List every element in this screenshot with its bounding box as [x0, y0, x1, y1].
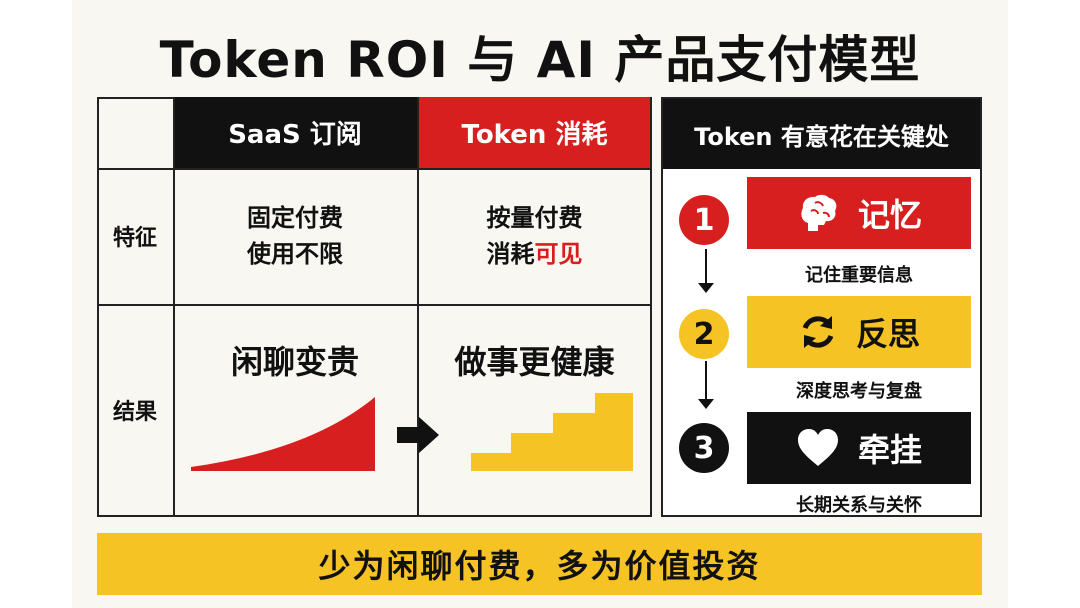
step-description: 记住重要信息: [805, 265, 913, 286]
step-box-memory: 记忆: [747, 177, 971, 249]
column-header-saas: SaaS 订阅: [173, 97, 417, 168]
token-features: 按量付费 消耗可见: [417, 168, 652, 304]
row-label-features: 特征: [112, 226, 157, 251]
arrow-right-icon: [397, 417, 439, 453]
step-box-reflection: 反思: [747, 296, 971, 368]
token-result-title: 做事更健康: [454, 343, 615, 381]
step-label: 记忆: [857, 196, 922, 234]
column-header-token: Token 消耗: [417, 97, 652, 168]
token-feature-text: 消耗: [486, 240, 535, 268]
step-label: 反思: [855, 315, 920, 353]
step-box-care: 牵挂: [747, 412, 971, 484]
token-feature-highlight: 可见: [534, 240, 583, 268]
panel-title: Token 有意花在关键处: [663, 99, 980, 169]
arrow-down-icon: [698, 249, 714, 293]
refresh-icon: [802, 316, 834, 348]
token-feature-line: 按量付费: [486, 204, 583, 232]
step-description: 长期关系与关怀: [796, 495, 922, 516]
footer-banner: 少为闲聊付费，多为价值投资: [97, 533, 982, 595]
arrow-down-icon: [698, 361, 714, 409]
comparison-table: SaaS 订阅 Token 消耗 特征 固定付费 使用不限 按量付费 消耗可见 …: [97, 97, 652, 517]
saas-feature-line: 固定付费: [247, 204, 343, 232]
heart-icon: [797, 429, 838, 466]
step-description: 深度思考与复盘: [796, 381, 922, 402]
brain-icon: [801, 194, 837, 231]
rising-cost-curve-icon: [191, 397, 375, 471]
saas-feature-line: 使用不限: [247, 240, 343, 268]
stairs-up-icon: [471, 393, 633, 471]
step-label: 牵挂: [857, 431, 922, 469]
saas-result-title: 闲聊变贵: [230, 343, 359, 381]
saas-features: 固定付费 使用不限: [173, 168, 417, 304]
step-number-1: 1: [679, 195, 729, 245]
step-number-2: 2: [679, 309, 729, 359]
priorities-panel: Token 有意花在关键处 1 记忆 记住重要信息 2 反思 深度思考与复盘 3…: [661, 97, 982, 517]
token-feature-line: 消耗可见: [487, 236, 583, 272]
row-label-results: 结果: [112, 399, 157, 425]
page-title: Token ROI 与 AI 产品支付模型: [159, 31, 921, 89]
step-number-3: 3: [679, 423, 729, 473]
